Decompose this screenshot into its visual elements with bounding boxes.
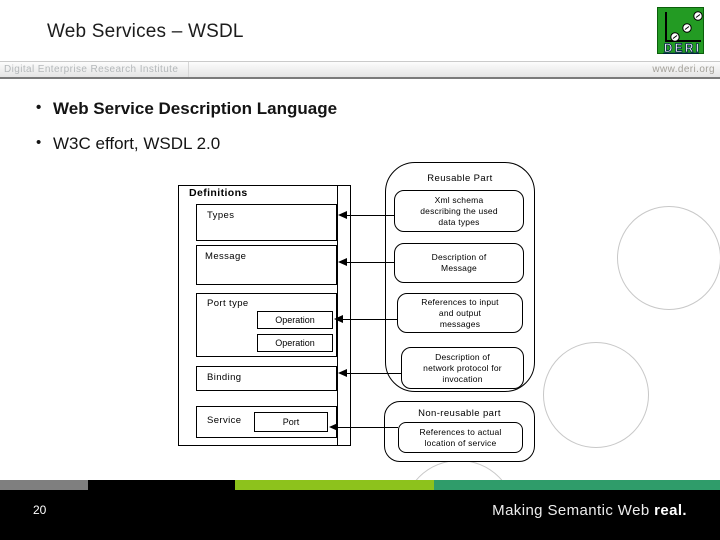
band-divider <box>188 62 189 77</box>
message-annotation: Description of Message <box>394 243 524 283</box>
deri-logo: DERI <box>657 7 704 55</box>
bullet-dot: • <box>36 134 42 151</box>
arrow-to-operation <box>334 315 397 324</box>
bullet-text: W3C effort, WSDL 2.0 <box>53 134 221 153</box>
arrow-to-message <box>338 258 395 267</box>
binding-box: Binding <box>196 366 337 391</box>
types-annotation: Xml schema describing the used data type… <box>394 190 524 232</box>
deri-logo-icon: DERI <box>657 7 704 55</box>
tagline: Making Semantic Web real. <box>492 502 687 519</box>
service-annotation: References to actual location of service <box>398 422 523 453</box>
definitions-label: Definitions <box>189 187 248 199</box>
footer-bar: 20 Making Semantic Web real. <box>0 490 720 540</box>
message-box: Message <box>196 245 337 285</box>
binding-annotation: Description of network protocol for invo… <box>401 347 524 389</box>
page-title: Web Services – WSDL <box>47 21 244 42</box>
arrowhead-icon <box>338 211 347 219</box>
arrowhead-icon <box>338 369 347 377</box>
types-box: Types <box>196 204 337 241</box>
operation-box-2: Operation <box>257 334 333 352</box>
bullet-dot: • <box>36 99 42 116</box>
operation-box-1: Operation <box>257 311 333 329</box>
deri-logo-text: DERI <box>664 43 701 54</box>
header-band: Digital Enterprise Research Institute ww… <box>0 61 720 79</box>
tagline-light: Making Semantic Web <box>492 502 655 519</box>
footer-stripe-gray <box>0 480 88 490</box>
bullet-item-1: • Web Service Description Language <box>36 99 337 119</box>
footer-stripe-lime <box>235 480 434 490</box>
bullet-item-2: • W3C effort, WSDL 2.0 <box>36 134 220 154</box>
bullet-text: Web Service Description Language <box>53 99 338 118</box>
page-number: 20 <box>33 503 47 517</box>
arrowhead-icon <box>338 258 347 266</box>
arrowhead-icon <box>329 423 338 431</box>
arrowhead-icon <box>334 315 343 323</box>
footer-stripe-teal <box>434 480 720 490</box>
institute-name: Digital Enterprise Research Institute <box>4 64 179 75</box>
arrow-to-binding <box>338 369 401 378</box>
footer-stripe-black <box>88 480 235 490</box>
port-box: Port <box>254 412 328 432</box>
website-url: www.deri.org <box>652 64 715 75</box>
arrow-to-types <box>338 211 395 220</box>
tagline-bold: real. <box>654 502 687 519</box>
operations-annotation: References to input and output messages <box>397 293 523 333</box>
arrow-to-port <box>329 423 398 432</box>
decorative-circle <box>617 206 720 310</box>
decorative-circle <box>543 342 649 448</box>
